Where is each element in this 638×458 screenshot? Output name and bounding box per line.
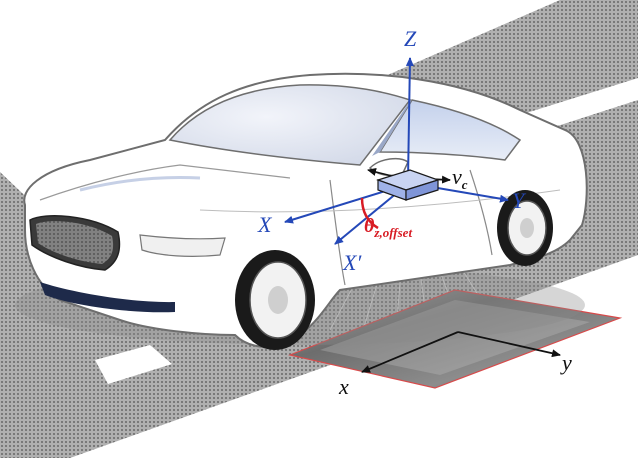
- z-axis: [405, 57, 414, 181]
- label-velocity-sub: c: [462, 177, 468, 192]
- label-patch-x: x: [338, 374, 349, 399]
- rear-wheel: [497, 190, 553, 266]
- front-wheel: [235, 250, 315, 350]
- label-y: Y: [512, 188, 527, 213]
- windshield: [168, 84, 412, 166]
- patch-x-axis: [361, 331, 459, 373]
- ground-patch: [287, 289, 623, 389]
- patch-y-axis: [457, 331, 561, 358]
- patch-coordinate-axes: [361, 331, 561, 373]
- x-axis: [284, 187, 396, 224]
- label-offset-angle: θz,offset: [364, 215, 412, 240]
- label-velocity-v: v: [452, 164, 462, 189]
- label-velocity: vc: [452, 164, 468, 192]
- lane-marking: [95, 345, 172, 384]
- label-theta-sub: z,offset: [373, 225, 412, 240]
- offset-angle-arc: [360, 197, 379, 230]
- label-theta: θ: [364, 215, 375, 237]
- sensor-box: [376, 169, 440, 201]
- label-x-prime: X′: [342, 250, 362, 275]
- side-window: [378, 99, 522, 161]
- label-x: X: [257, 212, 273, 237]
- label-z: Z: [404, 26, 417, 51]
- headlight: [139, 234, 226, 257]
- front-bumper-vent: [40, 282, 175, 313]
- label-patch-y: y: [560, 350, 572, 375]
- car: [15, 72, 588, 350]
